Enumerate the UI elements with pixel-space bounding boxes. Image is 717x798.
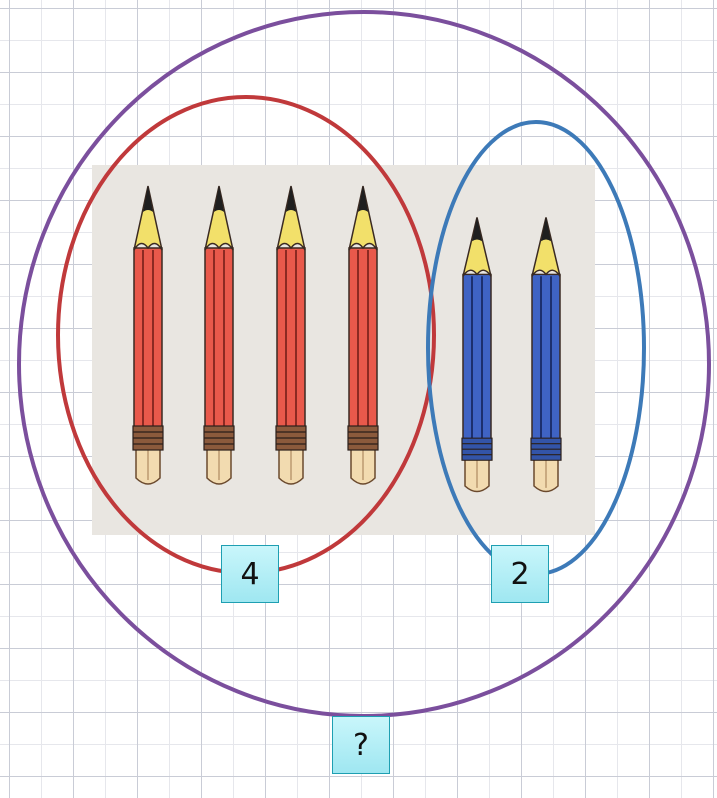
blue-pencil-icon: [462, 217, 492, 491]
total-unknown-label: ?: [332, 716, 390, 774]
right-group-count-label: 2: [491, 545, 549, 603]
red-pencil-icon: [276, 186, 306, 484]
red-pencil-icon: [204, 186, 234, 484]
blue-pencil-icon: [531, 217, 561, 491]
red-pencil-icon: [348, 186, 378, 484]
red-pencil-icon: [133, 186, 163, 484]
left-group-count-label: 4: [221, 545, 279, 603]
